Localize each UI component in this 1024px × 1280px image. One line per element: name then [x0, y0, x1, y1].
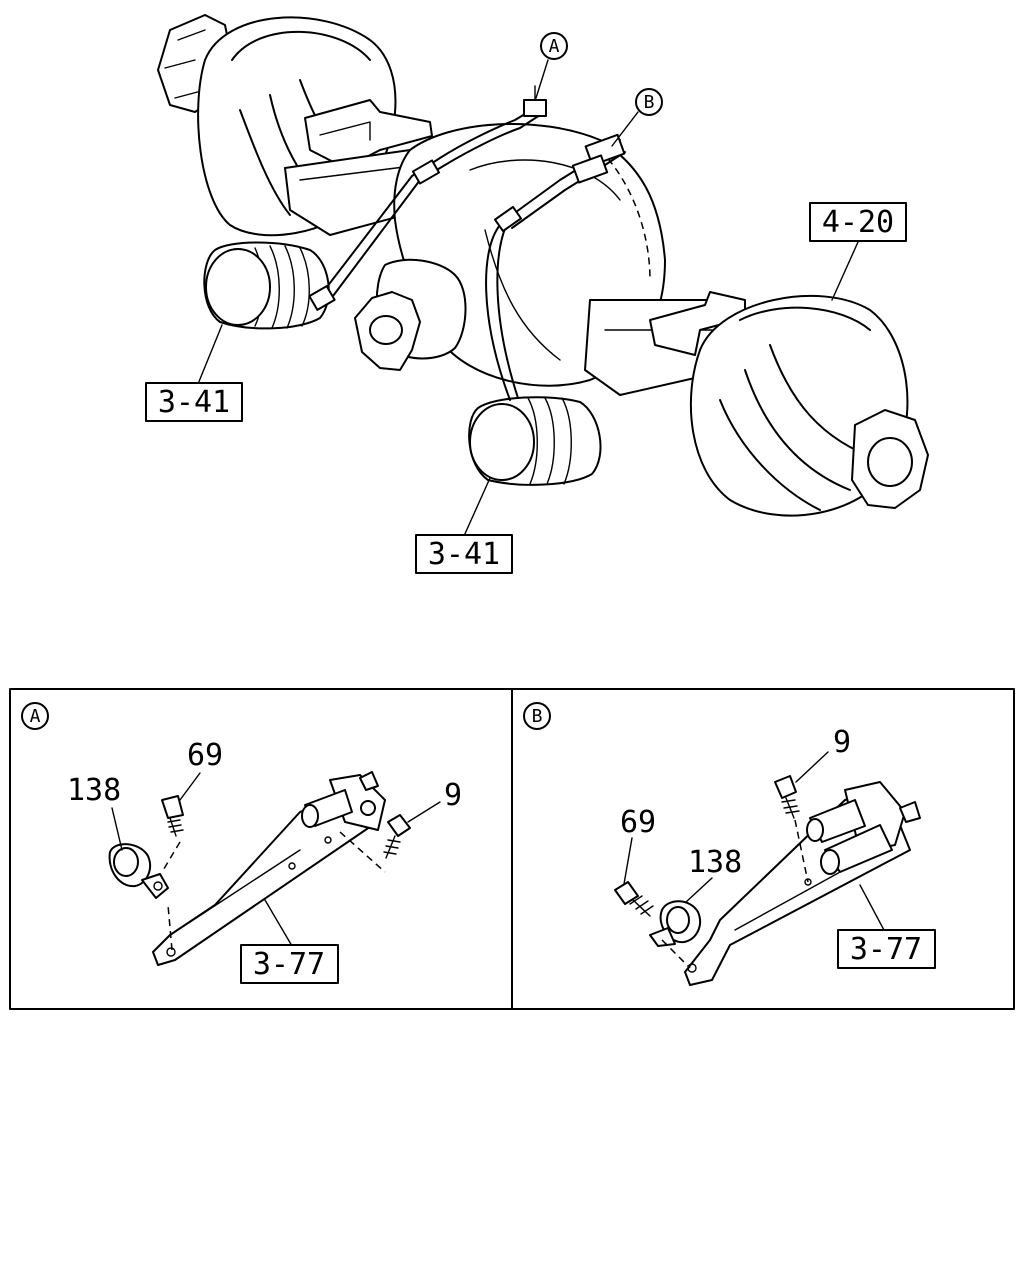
detail-a-ref-box-3-77: 3-77 [240, 944, 339, 984]
detail-b-label-9: 9 [833, 725, 851, 760]
svg-text:3-41: 3-41 [158, 385, 230, 420]
detail-panel-b: B [511, 688, 1015, 1010]
detail-a-leaders [111, 772, 441, 951]
svg-text:3-77: 3-77 [850, 932, 922, 967]
detail-b-ref-box-3-77: 3-77 [837, 929, 936, 969]
main-leader-lines [197, 59, 859, 537]
detail-a-bolt-69 [161, 795, 184, 837]
detail-a-connector [301, 771, 386, 831]
detail-a-label-138: 138 [67, 773, 121, 808]
callout-b: B [635, 88, 663, 116]
ref-box-3-41-lower: 3-41 [415, 534, 513, 574]
detail-a-label-9: 9 [444, 778, 462, 813]
detail-a-badge: A [21, 702, 49, 730]
detail-b-grommet-138 [649, 900, 702, 947]
callout-a: A [540, 32, 568, 60]
detail-a-bolt-9 [383, 814, 411, 859]
hose-fitting-a [523, 85, 547, 117]
svg-text:B: B [644, 92, 655, 113]
ref-box-3-41-upper: 3-41 [145, 382, 243, 422]
detail-b-connector [806, 781, 921, 875]
svg-text:3-77: 3-77 [253, 947, 325, 982]
detail-b-leaders [623, 751, 886, 969]
upper-left-air-bellows [203, 241, 330, 330]
right-hub-spline [851, 409, 929, 509]
detail-b-label-138: 138 [688, 845, 742, 880]
detail-b-bolt-69 [614, 881, 654, 917]
svg-text:A: A [549, 36, 560, 57]
pinion-yoke [354, 258, 467, 371]
ref-box-4-20: 4-20 [809, 202, 907, 242]
detail-a-label-69: 69 [187, 738, 223, 773]
detail-b-bolt-9 [774, 775, 800, 819]
detail-b-badge: B [523, 702, 551, 730]
detail-a-grommet-138 [108, 843, 169, 899]
svg-text:B: B [532, 706, 543, 727]
svg-text:A: A [30, 706, 41, 727]
left-spring-seat [304, 99, 433, 169]
svg-text:4-20: 4-20 [822, 205, 894, 240]
rear-axle-assembly [157, 14, 929, 537]
svg-text:3-41: 3-41 [428, 537, 500, 572]
detail-panel-a: A [9, 688, 513, 1010]
lower-air-bellows [468, 396, 602, 486]
detail-b-label-69: 69 [620, 805, 656, 840]
